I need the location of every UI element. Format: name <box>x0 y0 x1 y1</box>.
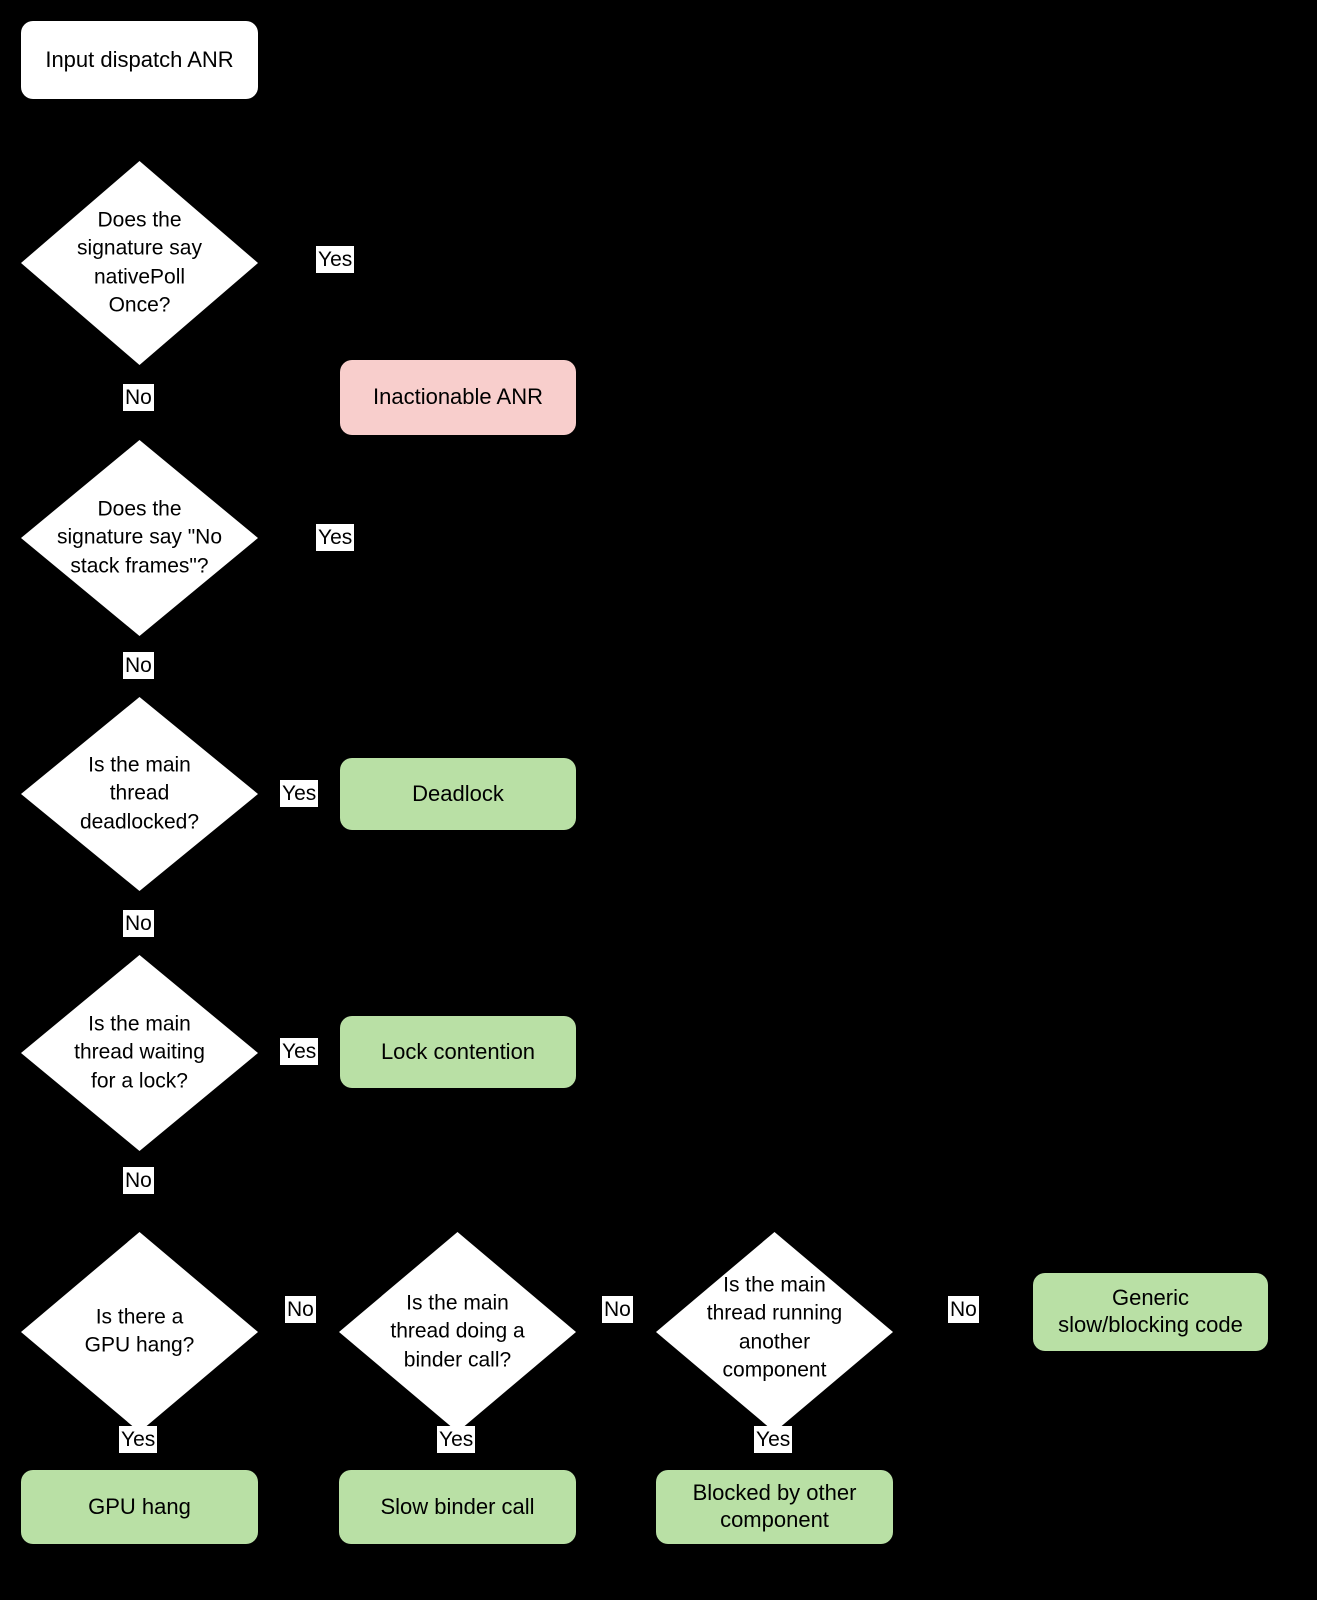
decision-running-another-component[interactable]: Is the main thread running another compo… <box>656 1232 893 1432</box>
outcome-gpu-hang-label: GPU hang <box>88 1493 191 1519</box>
outcome-gpu-hang[interactable]: GPU hang <box>21 1470 258 1544</box>
outcome-inactionable-anr-label: Inactionable ANR <box>373 384 543 410</box>
edge-label-d1-yes: Yes <box>316 246 355 274</box>
outcome-slow-binder-call-label: Slow binder call <box>380 1493 535 1519</box>
diamond-shape <box>21 697 258 891</box>
outcome-deadlock-label: Deadlock <box>412 780 504 806</box>
edge-d6-no-to-d7 <box>576 1331 656 1333</box>
edge-label-d3-yes: Yes <box>280 780 319 808</box>
decision-binder-call[interactable]: Is the main thread doing a binder call? <box>339 1232 576 1432</box>
edge-label-d7-no: No <box>948 1296 979 1324</box>
diamond-shape <box>21 955 258 1151</box>
outcome-lock-contention[interactable]: Lock contention <box>340 1016 576 1088</box>
edge-d7-no-to-generic <box>892 1331 1033 1333</box>
decision-main-thread-deadlocked[interactable]: Is the main thread deadlocked? <box>21 697 258 891</box>
start-node-label: Input dispatch ANR <box>45 46 234 72</box>
outcome-deadlock[interactable]: Deadlock <box>340 758 576 830</box>
edge-label-d4-yes: Yes <box>280 1038 319 1066</box>
outcome-lock-contention-label: Lock contention <box>380 1038 536 1064</box>
outcome-generic-slow-blocking-code[interactable]: Generic slow/blocking code <box>1033 1273 1268 1351</box>
diamond-shape <box>21 161 258 365</box>
edge-label-d6-no: No <box>602 1296 633 1324</box>
decision-native-poll-once[interactable]: Does the signature say nativePoll Once? <box>21 161 258 365</box>
edge-label-d3-no: No <box>123 910 154 938</box>
edge-start-to-d1 <box>138 98 140 161</box>
diamond-shape <box>339 1232 576 1432</box>
decision-main-thread-waiting-lock[interactable]: Is the main thread waiting for a lock? <box>21 955 258 1151</box>
edge-label-d7-yes: Yes <box>754 1426 793 1454</box>
diamond-shape <box>21 1232 258 1432</box>
decision-gpu-hang[interactable]: Is there a GPU hang? <box>21 1232 258 1432</box>
edge-label-d5-yes: Yes <box>119 1426 158 1454</box>
diamond-shape <box>656 1232 893 1432</box>
outcome-blocked-by-other-component[interactable]: Blocked by other component <box>656 1470 893 1544</box>
edge-label-d1-no: No <box>123 384 154 412</box>
outcome-inactionable-anr[interactable]: Inactionable ANR <box>340 360 576 435</box>
edge-label-d4-no: No <box>123 1167 154 1195</box>
edge-label-d2-no: No <box>123 652 154 680</box>
edge-d2-yes-to-inactionable <box>258 537 340 539</box>
edge-d1-yes-to-inactionable <box>258 262 340 264</box>
outcome-generic-slow-blocking-code-label: Generic slow/blocking code <box>1058 1285 1243 1337</box>
edge-label-d6-yes: Yes <box>437 1426 476 1454</box>
decision-no-stack-frames[interactable]: Does the signature say "No stack frames"… <box>21 440 258 636</box>
edge-d5-no-to-d6 <box>258 1331 339 1333</box>
edge-label-d2-yes: Yes <box>316 524 355 552</box>
outcome-slow-binder-call[interactable]: Slow binder call <box>339 1470 576 1544</box>
outcome-blocked-by-other-component-label: Blocked by other component <box>692 1480 857 1532</box>
start-node-input-dispatch-anr[interactable]: Input dispatch ANR <box>21 21 258 99</box>
edge-label-d5-no: No <box>285 1296 316 1324</box>
diamond-shape <box>21 440 258 636</box>
